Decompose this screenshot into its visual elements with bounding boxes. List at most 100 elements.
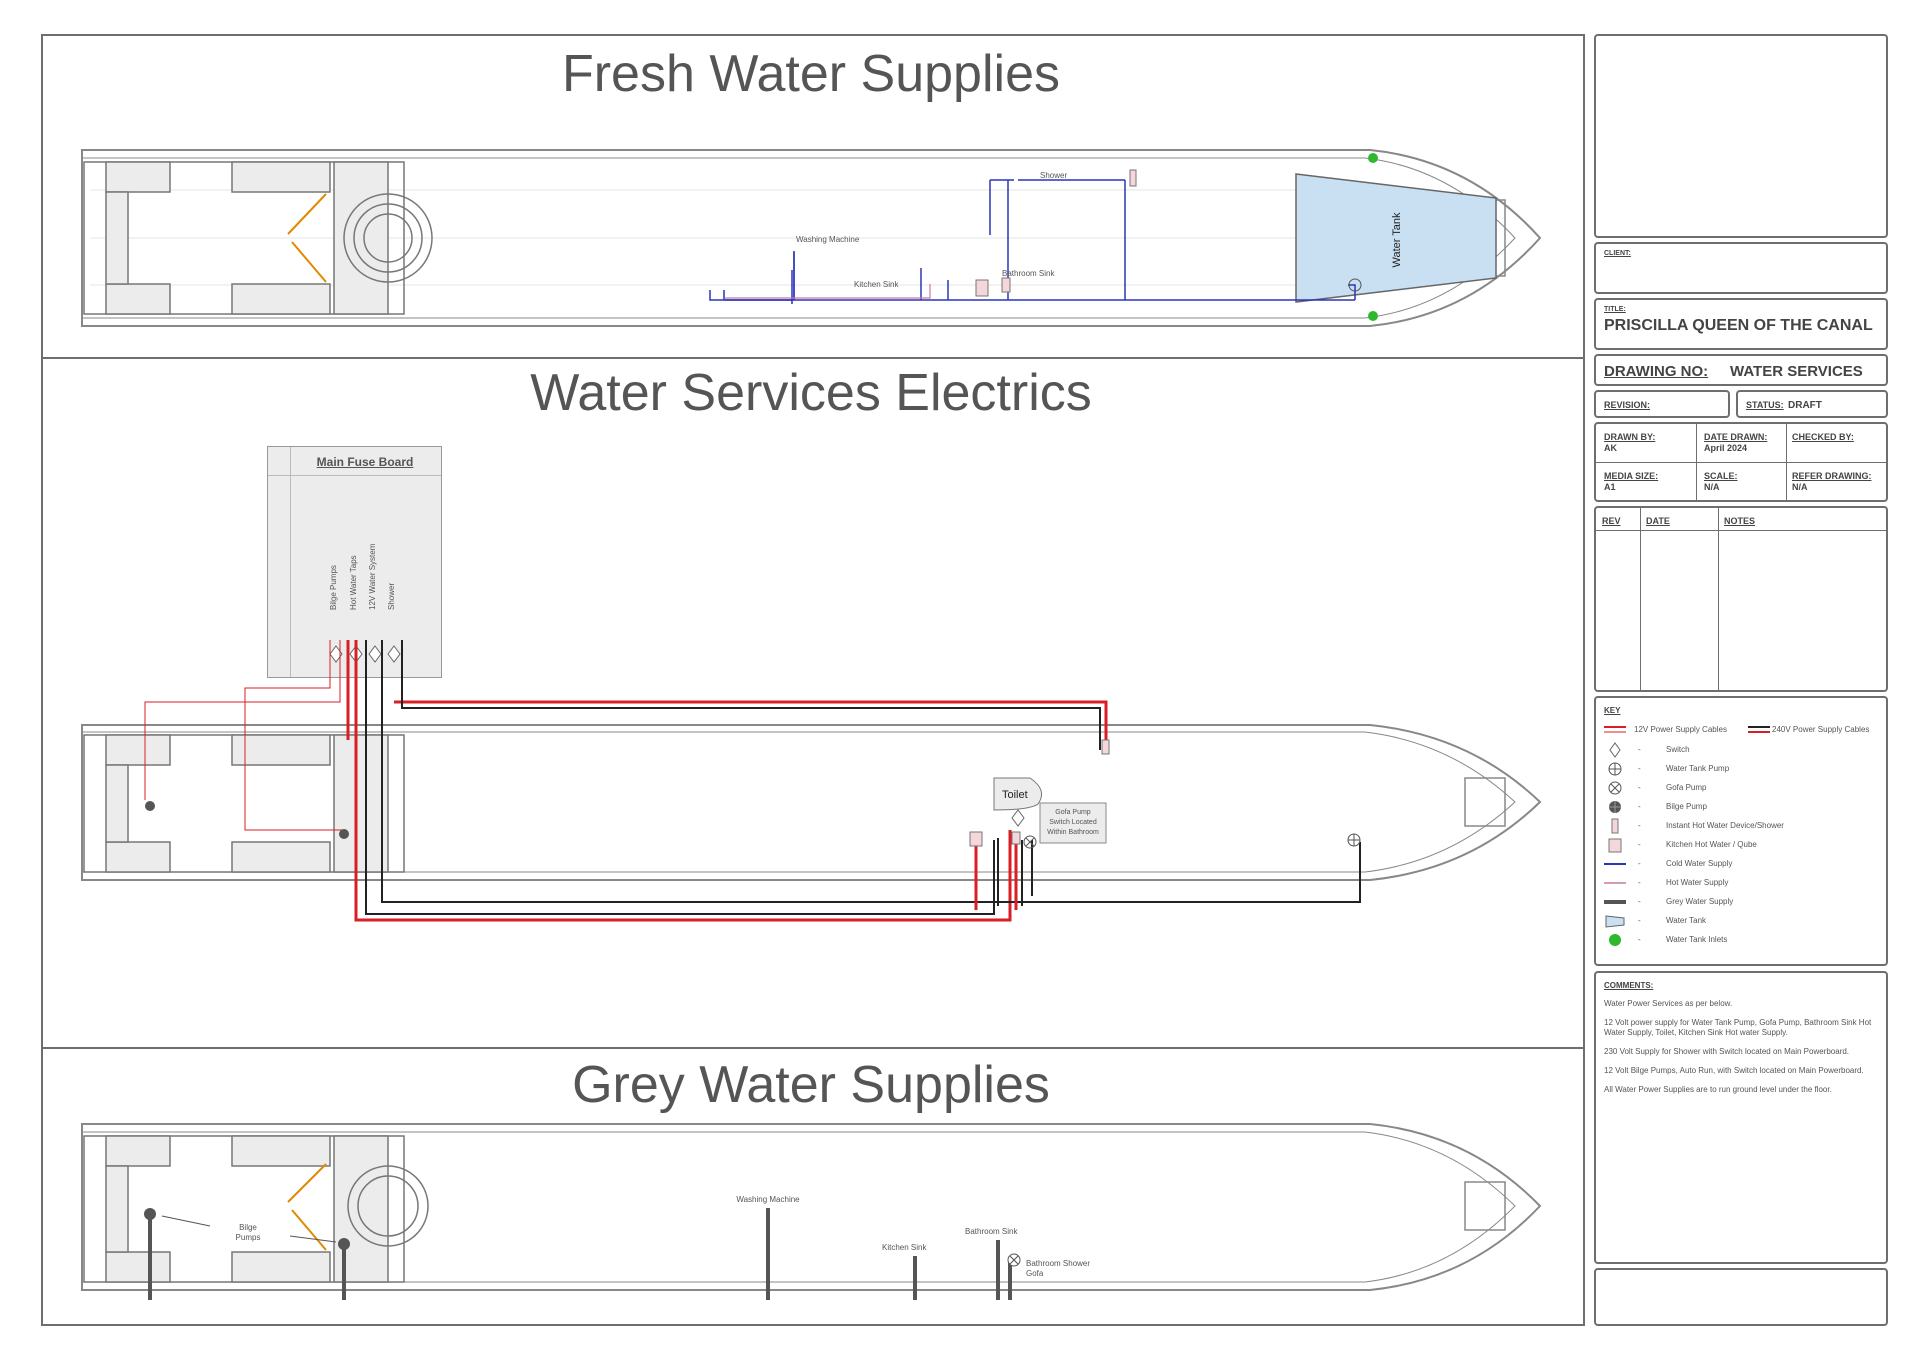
- section-divider: [41, 1047, 1585, 1049]
- stern-cabin: [83, 161, 433, 315]
- key-label: Kitchen Hot Water / Qube: [1666, 840, 1757, 849]
- grey-water-line-icon: [1604, 900, 1626, 904]
- 12v-cable-icon: [1604, 726, 1626, 733]
- scale-label: SCALE:: [1704, 471, 1738, 481]
- client-box: CLIENT:: [1594, 242, 1888, 294]
- key-item: - Switch: [1602, 742, 1882, 760]
- key-label: Cold Water Supply: [1666, 859, 1733, 868]
- key-label: Bilge Pump: [1666, 802, 1707, 811]
- bilge-pump-icon: [1609, 801, 1621, 813]
- kitchen-hot-water-icon: [969, 831, 983, 847]
- drawn-by-value: AK: [1604, 443, 1617, 453]
- hull-grid: [90, 189, 1450, 286]
- gofa-note-line: Within Bathroom: [1047, 829, 1099, 836]
- water-tank-pump-icon: [1608, 762, 1622, 776]
- grey-water-pipes: [148, 1208, 1012, 1300]
- key-title: KEY: [1604, 706, 1621, 715]
- grey-water-diagram: Bilge Pumps Washing Machine Kitchen Sink…: [81, 1123, 1542, 1300]
- title-label: TITLE:: [1604, 306, 1626, 313]
- fuse-circuit-label: 12V Water System: [368, 543, 377, 610]
- gofa-note-line: Gofa Pump: [1055, 809, 1091, 816]
- key-label: Hot Water Supply: [1666, 878, 1729, 887]
- logo-box: [1594, 34, 1888, 238]
- bathroom-cables: [974, 838, 1033, 910]
- 12v-cables: [346, 640, 1108, 922]
- status-box: STATUS: DRAFT: [1736, 390, 1888, 418]
- 240v-cables: [365, 640, 1361, 915]
- key-item: - Water Tank Pump: [1602, 761, 1882, 779]
- boat-hull: [81, 1123, 1542, 1291]
- key-label: Switch: [1666, 745, 1690, 754]
- checked-by-label: CHECKED BY:: [1792, 432, 1854, 442]
- water-tank-inlet-icon: [1609, 934, 1621, 946]
- media-size-label: MEDIA SIZE:: [1604, 471, 1659, 481]
- gofa-pump-icon: [1608, 781, 1622, 795]
- rev-header: REV: [1602, 516, 1621, 526]
- revision-table: REV DATE NOTES: [1594, 506, 1888, 692]
- date-header: DATE: [1646, 516, 1670, 526]
- bilge-pump-icon: [144, 1208, 156, 1220]
- 240v-cable-icon: [1748, 726, 1770, 733]
- bathroom-shower-label: Bathroom Shower: [1026, 1259, 1090, 1268]
- cold-water-line-icon: [1604, 863, 1626, 865]
- revision-label: REVISION:: [1604, 400, 1651, 410]
- drawn-by-label: DRAWN BY:: [1604, 432, 1656, 442]
- main-fuse-board: Main Fuse Board: [267, 446, 442, 678]
- boat-hull: [81, 724, 1542, 881]
- key-label: 12V Power Supply Cables: [1634, 725, 1727, 734]
- key-item: - Gofa Pump: [1602, 780, 1882, 798]
- gofa-note-line: Switch Located: [1049, 819, 1097, 826]
- comments-label: COMMENTS:: [1604, 981, 1654, 990]
- key-item: - Grey Water Supply: [1602, 894, 1882, 912]
- refer-drawing-label: REFER DRAWING:: [1792, 471, 1872, 481]
- toilet-shape: [993, 777, 1043, 811]
- key-label: Instant Hot Water Device/Shower: [1666, 821, 1784, 830]
- drawing-no-box: DRAWING NO: WATER SERVICES: [1594, 354, 1888, 386]
- electrics-title: Water Services Electrics: [530, 364, 1092, 422]
- shower-hot-water-device-icon: [1101, 739, 1110, 755]
- kitchen-hot-water-icon: [1608, 838, 1622, 853]
- fresh-water-title: Fresh Water Supplies: [561, 45, 1061, 103]
- washing-machine-label: Washing Machine: [736, 1195, 800, 1204]
- status-label: STATUS:: [1746, 400, 1784, 410]
- toilet-label: Toilet: [1002, 789, 1028, 801]
- fuse-circuit-labels: Bilge Pumps Hot Water Taps 12V Water Sys…: [329, 543, 396, 610]
- gofa-label: Gofa: [1026, 1269, 1044, 1278]
- comment-line: 12 Volt power supply for Water Tank Pump…: [1604, 1018, 1872, 1037]
- key-label: Gofa Pump: [1666, 783, 1707, 792]
- scale-value: N/A: [1704, 482, 1720, 492]
- key-label: Water Tank Inlets: [1666, 935, 1728, 944]
- water-tank-icon: [1605, 915, 1625, 928]
- key-box: KEY 12V Power Supply Cables 240V Power S…: [1594, 696, 1888, 966]
- shower-label: Shower: [1040, 171, 1067, 180]
- comments-box: COMMENTS: Water Power Services as per be…: [1594, 971, 1888, 1264]
- key-label: Water Tank: [1666, 916, 1707, 925]
- status-value: DRAFT: [1788, 400, 1822, 411]
- drawing-no-value: WATER SERVICES: [1730, 363, 1863, 380]
- section-divider: [41, 357, 1585, 359]
- key-item: - Instant Hot Water Device/Shower: [1602, 818, 1882, 836]
- water-tank-pump-icon: [1348, 278, 1362, 292]
- fuse-circuit-label: Shower: [387, 583, 396, 610]
- comment-line: All Water Power Supplies are to run grou…: [1604, 1085, 1832, 1094]
- date-drawn-label: DATE DRAWN:: [1704, 432, 1768, 442]
- fuse-circuit-label: Hot Water Taps: [349, 555, 358, 610]
- washing-machine-label: Washing Machine: [796, 235, 860, 244]
- water-tank-inlet-icon: [1368, 153, 1378, 163]
- fresh-water-diagram: Water Tank Shower Washing Machine Kitche…: [81, 149, 1542, 327]
- footer-box: [1594, 1268, 1888, 1326]
- kitchen-hot-water-icon: [975, 279, 989, 297]
- water-tank-pump-icon: [1347, 833, 1361, 847]
- comment-line: 12 Volt Bilge Pumps, Auto Run, with Swit…: [1604, 1066, 1864, 1075]
- cold-water-pipes: [709, 179, 1356, 304]
- comment-line: 230 Volt Supply for Shower with Switch l…: [1604, 1047, 1850, 1056]
- client-label: CLIENT:: [1604, 250, 1631, 257]
- title-value: PRISCILLA QUEEN OF THE CANAL: [1604, 317, 1873, 334]
- media-size-value: A1: [1604, 482, 1616, 492]
- hot-water-pipes: [725, 284, 931, 299]
- bathroom-sink-label: Bathroom Sink: [1002, 269, 1055, 278]
- bathroom-hot-water-icon: [1001, 277, 1011, 293]
- key-item: - Hot Water Supply: [1602, 875, 1882, 893]
- title-box: TITLE: PRISCILLA QUEEN OF THE CANAL: [1594, 298, 1888, 350]
- stern-cabin: [83, 734, 1506, 873]
